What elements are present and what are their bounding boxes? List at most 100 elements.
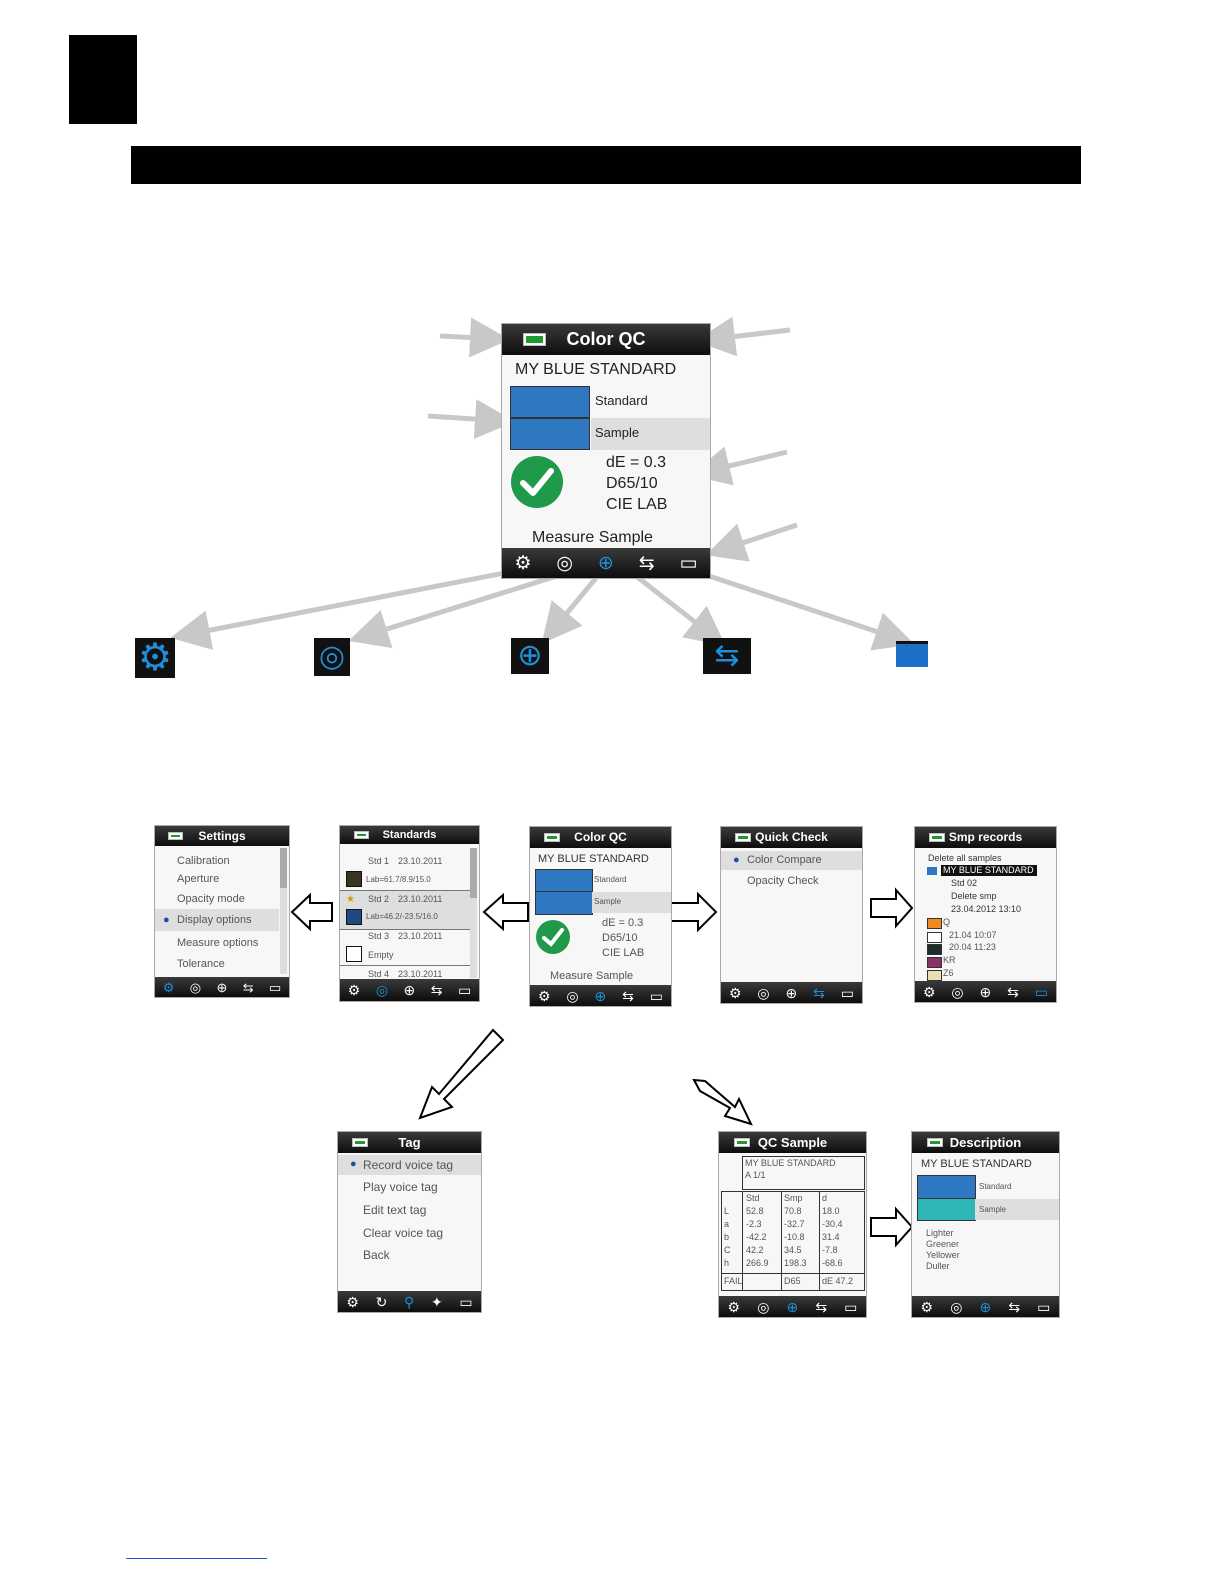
std-row-3-name[interactable]: Std 3 (368, 931, 390, 941)
tree-date-1[interactable]: 21.04 10:07 (949, 930, 997, 940)
main-color-qc-screen: Color QC MY BLUE STANDARD Standard Sampl… (501, 323, 711, 579)
crosshair-icon[interactable]: ⊕ (403, 982, 416, 998)
gear-icon[interactable]: ⚙ (537, 987, 551, 1004)
crosshair-icon[interactable]: ⊕ (786, 1298, 799, 1315)
menu-item-measure-options[interactable]: Measure options (177, 937, 259, 949)
target-icon[interactable]: ◎ (556, 552, 573, 574)
star-icon[interactable]: ✦ (430, 1293, 443, 1310)
folder-icon[interactable]: ▭ (458, 982, 472, 998)
target-icon[interactable]: ◎ (950, 1298, 963, 1315)
std-row-4-date: 23.10.2011 (398, 969, 443, 979)
target-icon[interactable]: ◎ (375, 982, 389, 998)
folder-icon[interactable]: ▭ (844, 1298, 858, 1315)
standard-name: MY BLUE STANDARD (538, 853, 649, 865)
crosshair-icon[interactable]: ⊕ (979, 1298, 992, 1315)
gear-icon[interactable]: ⚙ (346, 1293, 359, 1310)
transfer-icon[interactable]: ⇆ (242, 979, 254, 995)
std-row-1-name[interactable]: Std 1 (368, 856, 390, 866)
menu-item-play-voice-tag[interactable]: Play voice tag (363, 1180, 438, 1194)
std-row-3-swatch (346, 946, 362, 962)
target-icon[interactable]: ◎ (757, 984, 770, 1001)
tree-delete-smp[interactable]: Delete smp (951, 891, 997, 901)
tree-z6[interactable]: Z6 (943, 968, 954, 978)
menu-item-tolerance[interactable]: Tolerance (177, 958, 225, 970)
transfer-icon[interactable]: ⇆ (622, 987, 634, 1004)
std-value: -2.3 (746, 1219, 762, 1229)
measure-sample-prompt[interactable]: Measure Sample (550, 970, 634, 982)
menu-item-opacity-check[interactable]: Opacity Check (747, 875, 819, 887)
std-row-4-name[interactable]: Std 4 (368, 969, 390, 979)
folder-icon[interactable]: ▭ (459, 1293, 473, 1310)
target-icon[interactable]: ◎ (189, 979, 202, 995)
folder-icon[interactable]: ▭ (649, 987, 663, 1004)
result-status: FAIL (724, 1276, 743, 1286)
crosshair-icon[interactable]: ⊕ (216, 979, 228, 995)
crosshair-icon[interactable]: ⊕ (785, 984, 798, 1001)
menu-item-aperture[interactable]: Aperture (177, 873, 220, 885)
tree-q[interactable]: Q (943, 917, 951, 927)
qc-sample-screen: QC Sample MY BLUE STANDARD A 1/1 Std Smp… (718, 1131, 867, 1318)
folder-icon[interactable]: ▭ (840, 984, 854, 1001)
row-label: b (724, 1232, 730, 1242)
sample-swatch (510, 418, 590, 450)
folder-icon[interactable]: ▭ (269, 979, 282, 995)
transfer-icon[interactable]: ⇆ (430, 982, 443, 998)
screen-title: Color QC (574, 830, 627, 844)
std-row-3-date: 23.10.2011 (398, 931, 443, 941)
std-row-1-swatch (346, 871, 362, 887)
measure-sample-prompt[interactable]: Measure Sample (532, 529, 653, 546)
smp-value: -32.7 (784, 1219, 805, 1229)
menu-item-color-compare[interactable]: Color Compare (747, 854, 822, 866)
menu-item-edit-text-tag[interactable]: Edit text tag (363, 1203, 427, 1217)
col-header-smp: Smp (784, 1193, 803, 1203)
folder-icon[interactable]: ▭ (679, 552, 698, 574)
standard-swatch (510, 386, 590, 418)
gear-icon[interactable]: ⚙ (514, 552, 532, 574)
menu-item-record-voice-tag[interactable]: Record voice tag (363, 1158, 454, 1172)
color-qc-screen-small: Color QC MY BLUE STANDARD Standard Sampl… (529, 826, 672, 1007)
refresh-icon[interactable]: ↻ (375, 1293, 388, 1310)
gear-icon[interactable]: ⚙ (162, 979, 175, 995)
screen-title: Color QC (566, 329, 646, 349)
gear-icon[interactable]: ⚙ (728, 984, 742, 1001)
folder-icon[interactable]: ▭ (1037, 1298, 1051, 1315)
gear-icon[interactable]: ⚙ (727, 1298, 741, 1315)
screen-title: Tag (398, 1135, 421, 1150)
transfer-icon[interactable]: ⇆ (638, 552, 655, 574)
transfer-icon[interactable]: ⇆ (813, 984, 825, 1001)
tree-sample-date[interactable]: 23.04.2012 13:10 (951, 904, 1022, 914)
transfer-icon[interactable]: ⇆ (1007, 983, 1019, 1000)
transfer-icon[interactable]: ⇆ (815, 1298, 828, 1315)
crosshair-icon[interactable]: ⊕ (594, 987, 607, 1004)
crosshair-icon[interactable]: ⊕ (979, 983, 992, 1000)
screen-title: Smp records (948, 830, 1023, 844)
scrollbar[interactable] (280, 848, 287, 974)
tree-delete-all[interactable]: Delete all samples (928, 853, 1002, 863)
std-row-2-name[interactable]: Std 2 (368, 894, 390, 904)
row-label: a (724, 1219, 730, 1229)
tree-std02[interactable]: Std 02 (951, 878, 978, 888)
tree-kr[interactable]: KR (943, 955, 956, 965)
std-value: 52.8 (746, 1206, 764, 1216)
tree-standard[interactable]: MY BLUE STANDARD (943, 865, 1034, 875)
menu-item-back[interactable]: Back (363, 1248, 390, 1262)
transfer-icon[interactable]: ⇆ (1008, 1298, 1021, 1315)
menu-item-opacity-mode[interactable]: Opacity mode (177, 893, 245, 905)
target-icon[interactable]: ◎ (566, 987, 579, 1004)
tree-date-2[interactable]: 20.04 11:23 (949, 942, 996, 952)
target-icon[interactable]: ◎ (951, 983, 964, 1000)
gear-icon[interactable]: ⚙ (922, 983, 936, 1000)
menu-item-clear-voice-tag[interactable]: Clear voice tag (363, 1226, 444, 1240)
smp-value: -10.8 (784, 1232, 805, 1242)
scrollbar[interactable] (470, 848, 477, 978)
search-icon[interactable]: ⚲ (404, 1293, 415, 1310)
crosshair-icon[interactable]: ⊕ (597, 552, 614, 574)
gear-icon[interactable]: ⚙ (347, 982, 361, 998)
std-value: 42.2 (746, 1245, 764, 1255)
folder-icon[interactable]: ▭ (1034, 983, 1048, 1000)
transfer-icon-large: ⇆ (703, 638, 751, 674)
menu-item-calibration[interactable]: Calibration (177, 855, 230, 867)
target-icon[interactable]: ◎ (757, 1298, 770, 1315)
menu-item-display-options[interactable]: Display options (177, 914, 252, 926)
gear-icon[interactable]: ⚙ (920, 1298, 934, 1315)
